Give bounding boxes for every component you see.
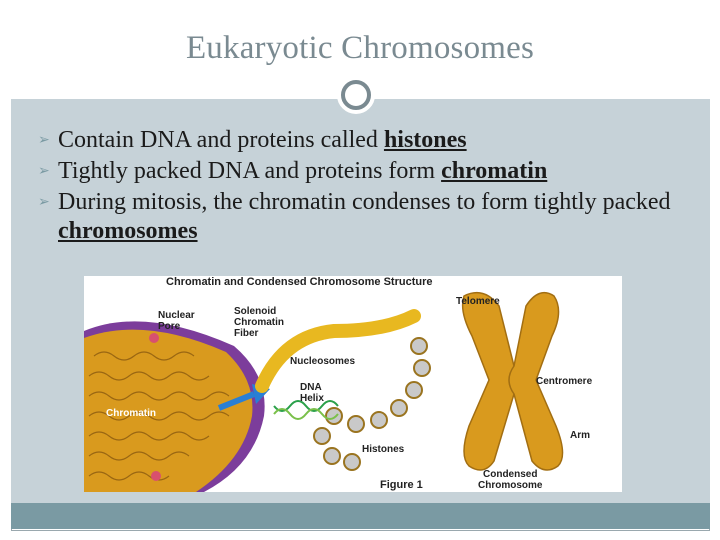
bullet-text: During mitosis, the chromatin condenses … <box>58 189 671 215</box>
bullet-text: Tightly packed DNA and proteins form <box>58 158 442 184</box>
label-histones: Histones <box>362 444 405 455</box>
label-nucleosomes: Nucleosomes <box>290 356 356 367</box>
chromosome-illustration <box>84 291 564 492</box>
label-chromatin: Chromatin <box>106 408 156 419</box>
bullet-item-histones: ➢ Contain DNA and proteins called histon… <box>38 126 698 155</box>
nucleosome-coil <box>313 337 431 471</box>
bullet-marker-icon: ➢ <box>38 195 50 210</box>
label-solenoid-fiber: Solenoid Chromatin Fiber <box>234 306 284 339</box>
label-condensed-chromosome: Condensed Chromosome <box>478 469 543 491</box>
nuclear-pore-marker <box>151 471 161 481</box>
term-chromosomes: chromosomes <box>58 218 198 244</box>
term-histones: histones <box>383 127 467 153</box>
circle-ornament-icon <box>341 80 371 110</box>
label-centromere: Centromere <box>536 376 593 387</box>
figure-title: Chromatin and Condensed Chromosome Struc… <box>166 276 433 288</box>
nucleus-chromatin <box>84 329 253 492</box>
solenoid-fiber <box>255 309 421 393</box>
footer-bar <box>11 503 710 529</box>
nuclear-pore-marker <box>149 333 159 343</box>
bullet-marker-icon: ➢ <box>38 133 50 148</box>
term-chromatin: chromatin <box>441 158 548 184</box>
bullet-item-chromatin: ➢ Tightly packed DNA and proteins form c… <box>38 157 698 186</box>
bullet-marker-icon: ➢ <box>38 164 50 179</box>
slide-title: Eukaryotic Chromosomes <box>185 30 535 66</box>
bullet-item-chromosomes: ➢ During mitosis, the chromatin condense… <box>38 188 698 246</box>
bullet-text: Contain DNA and proteins called <box>58 127 384 153</box>
figure-caption: Figure 1 <box>380 479 423 491</box>
condensed-chromosome <box>461 291 564 471</box>
chromosome-figure: Chromatin and Condensed Chromosome Struc… <box>84 276 622 492</box>
arrow-shaft <box>217 391 256 411</box>
bullet-list: ➢ Contain DNA and proteins called histon… <box>38 126 698 248</box>
label-arm: Arm <box>570 430 591 441</box>
label-telomere: Telomere <box>456 296 500 307</box>
dna-helix-strand <box>273 408 339 420</box>
label-dna-helix: DNA Helix <box>300 382 324 404</box>
label-nuclear-pore: Nuclear Pore <box>158 310 195 332</box>
